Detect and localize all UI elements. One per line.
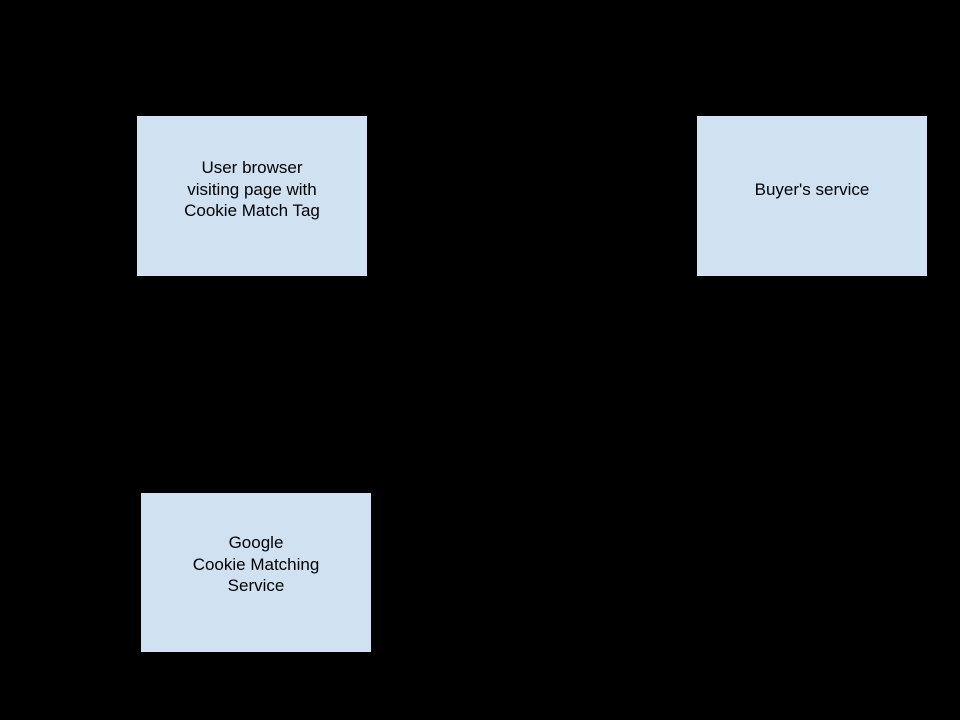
node-user-browser-line-3: Cookie Match Tag (184, 201, 320, 220)
node-user-browser-line-1: User browser (201, 158, 303, 177)
node-google-cookie-matching-service[interactable]: Google Cookie Matching Service (140, 492, 372, 653)
node-google-cms-line-2: Cookie Matching (192, 554, 320, 574)
node-user-browser[interactable]: User browser visiting page with Cookie M… (136, 115, 368, 277)
node-google-cms-line-3: Service (227, 576, 285, 595)
node-user-browser-line-2: visiting page with (187, 179, 317, 199)
node-buyers-service-line-1: Buyer's service (754, 180, 870, 199)
node-buyers-service[interactable]: Buyer's service (696, 115, 928, 277)
node-google-cms-line-1: Google (228, 533, 284, 552)
